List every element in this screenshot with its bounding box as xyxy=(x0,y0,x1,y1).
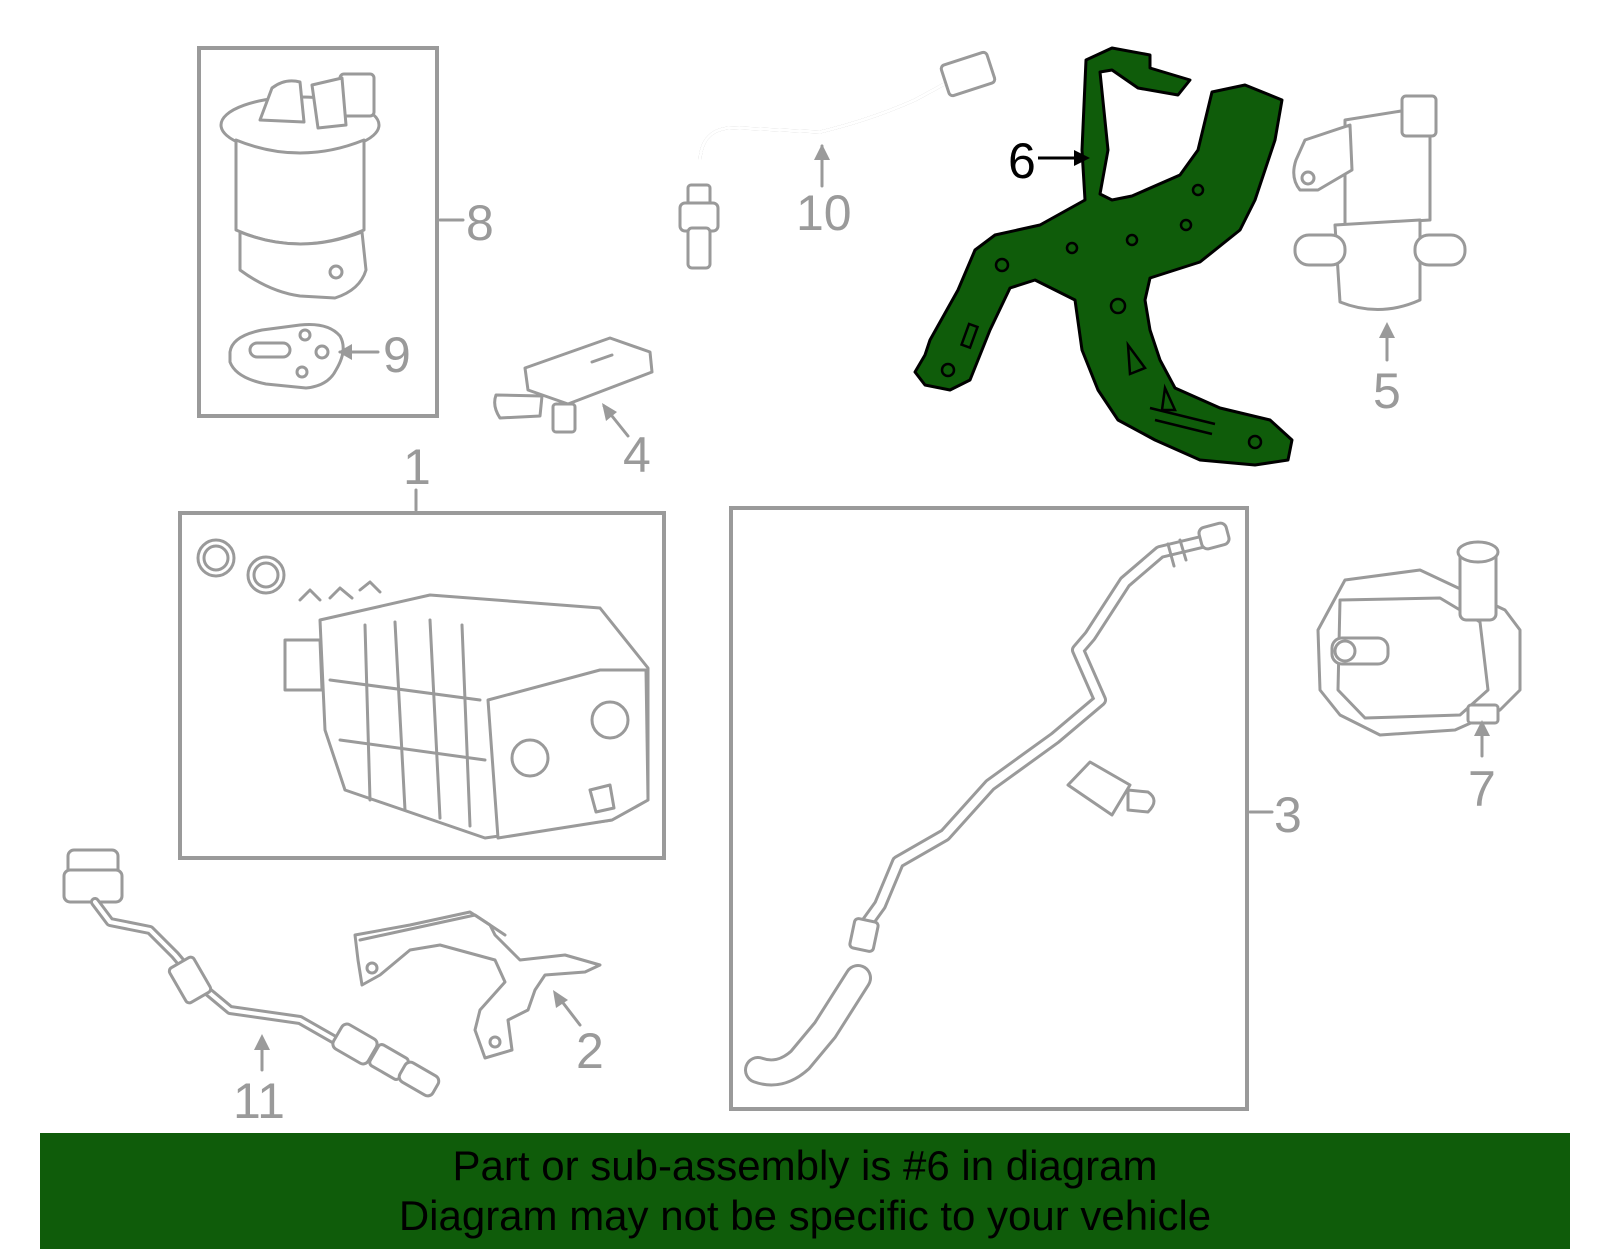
part-7-label: 7 xyxy=(1468,761,1496,817)
part-5-label: 5 xyxy=(1373,363,1401,419)
part-11-oxygen-sensor[interactable]: 11 xyxy=(62,848,441,1129)
egr-gasket-drawing xyxy=(228,323,345,390)
part-2-canister-bracket[interactable]: 2 xyxy=(353,910,604,1079)
part-8-label: 8 xyxy=(466,195,494,251)
part-4-pressure-sensor[interactable]: 4 xyxy=(493,336,654,483)
part-6-bracket-highlighted[interactable]: 6 xyxy=(913,46,1294,467)
part-1-evap-canister-group[interactable]: 1 xyxy=(178,439,666,860)
part-8-egr-valve-group[interactable]: 8 9 xyxy=(197,46,494,418)
part-3-vent-hose-group[interactable]: 3 xyxy=(729,506,1302,1111)
part-9-arrowhead xyxy=(338,344,352,360)
part-6-label: 6 xyxy=(1008,133,1036,189)
part-10-oxygen-sensor[interactable]: 10 xyxy=(678,50,997,270)
part-10-label: 10 xyxy=(796,185,852,241)
banner-line-1: Part or sub-assembly is #6 in diagram xyxy=(452,1142,1158,1189)
part-9-label: 9 xyxy=(383,327,411,383)
egr-valve-drawing xyxy=(219,72,381,300)
part-11-label: 11 xyxy=(233,1073,285,1129)
banner-background xyxy=(40,1133,1570,1249)
part-3-label: 3 xyxy=(1274,787,1302,843)
part-5-purge-valve[interactable]: 5 xyxy=(1292,94,1467,419)
part-4-label: 4 xyxy=(623,427,651,483)
banner-line-2: Diagram may not be specific to your vehi… xyxy=(398,1192,1212,1239)
part-6-bracket-shape xyxy=(913,46,1294,467)
part-2-label: 2 xyxy=(576,1023,604,1079)
part-7-evap-filter[interactable]: 7 xyxy=(1316,540,1522,817)
hose-drawing xyxy=(744,521,1231,1087)
part-1-label: 1 xyxy=(403,439,431,495)
part-3-box xyxy=(729,506,1249,1111)
part-1-box xyxy=(178,511,666,860)
info-banner: Part or sub-assembly is #6 in diagram Di… xyxy=(40,1133,1570,1249)
part-8-box xyxy=(197,46,439,418)
canister-drawing xyxy=(196,538,650,840)
